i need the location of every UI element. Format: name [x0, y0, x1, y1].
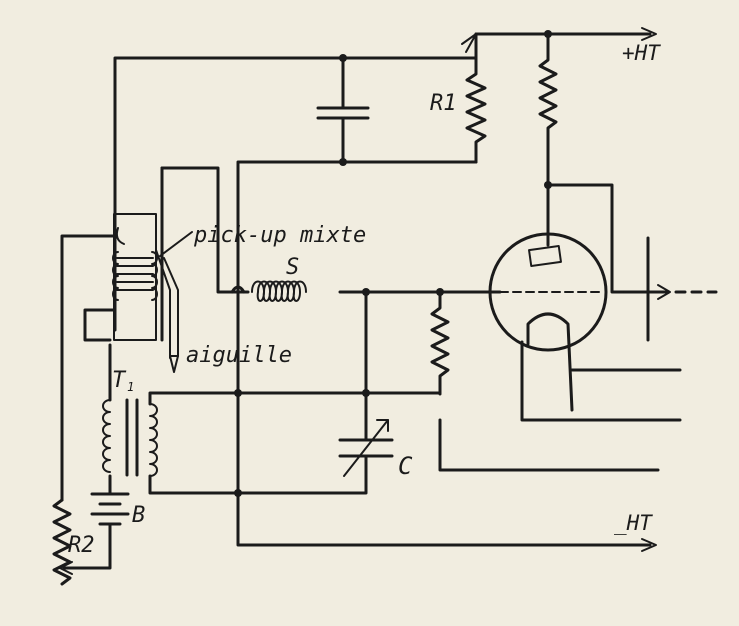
tube-anode — [528, 244, 562, 268]
transformer-t1 — [102, 343, 167, 495]
tube-cathode — [526, 312, 574, 412]
label-r2: R2 — [68, 533, 95, 558]
output-line — [610, 236, 718, 342]
label-r1: R1 — [430, 91, 457, 116]
pickup-coil — [116, 257, 154, 291]
lower-network — [163, 290, 657, 552]
label-plus-ht: +HT — [622, 41, 661, 65]
pickup-wires — [60, 234, 116, 502]
plate-resistor — [538, 32, 614, 292]
needle-icon — [169, 355, 179, 373]
resistor-r1 — [461, 32, 487, 164]
variable-capacitor-c — [338, 419, 394, 477]
rheostat-r2 — [52, 498, 73, 586]
label-s: S — [286, 255, 299, 280]
label-t-sub: 1 — [127, 380, 134, 394]
label-b: B — [132, 503, 145, 528]
label-t: T — [112, 368, 127, 393]
pickup-cartridge — [112, 166, 193, 373]
pickup-magnet-pole — [115, 227, 125, 245]
filament-leads — [438, 340, 682, 472]
pickup-pointer — [159, 231, 193, 257]
grid-resistor — [430, 290, 450, 396]
junction-dots — [234, 30, 552, 497]
battery-b — [62, 474, 130, 570]
plus-ht-rail — [113, 27, 657, 332]
label-c: C — [398, 452, 413, 480]
label-aiguille: aiguille — [186, 343, 292, 368]
vacuum-tube — [488, 232, 608, 412]
needle-arm — [155, 249, 171, 359]
label-minus-ht: _HT — [614, 511, 653, 535]
top-capacitor — [236, 56, 478, 332]
label-pickup: pick-up mixte — [193, 223, 366, 248]
